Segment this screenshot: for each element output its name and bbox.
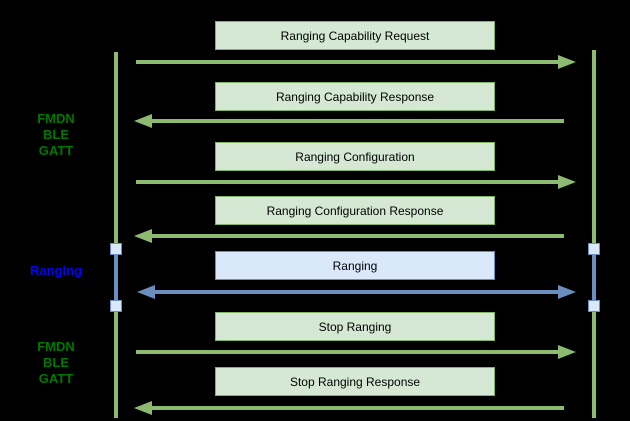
lifeline-left-ranging-segment	[114, 249, 118, 306]
activation-marker-right-top	[588, 243, 600, 255]
arrowhead-left-icon	[134, 229, 152, 243]
arrowhead-right-icon	[558, 345, 576, 359]
arrow-shaft-ranging-capability-request	[136, 60, 558, 64]
message-box-ranging-capability-request: Ranging Capability Request	[215, 21, 495, 50]
arrow-shaft-ranging-configuration	[136, 180, 558, 184]
message-box-stop-ranging: Stop Ranging	[215, 312, 495, 341]
message-box-ranging-configuration-response: Ranging Configuration Response	[215, 196, 495, 225]
phase-label-fmdn-ble-gatt-bottom: FMDN BLE GATT	[16, 339, 96, 387]
phase-label-fmdn-ble-gatt-top: FMDN BLE GATT	[16, 111, 96, 159]
message-box-stop-ranging-response: Stop Ranging Response	[215, 367, 495, 396]
message-box-ranging-configuration: Ranging Configuration	[215, 142, 495, 171]
arrowhead-left-icon	[134, 114, 152, 128]
arrow-shaft-ranging	[155, 290, 558, 294]
arrowhead-right-icon	[558, 175, 576, 189]
arrow-shaft-ranging-capability-response	[152, 119, 564, 123]
phase-label-line: FMDN	[37, 111, 75, 126]
arrowhead-right-icon	[558, 55, 576, 69]
message-box-ranging-capability-response: Ranging Capability Response	[215, 82, 495, 111]
activation-marker-left-top	[110, 243, 122, 255]
lifeline-right	[592, 50, 596, 418]
activation-marker-right-bottom	[588, 300, 600, 312]
lifeline-left	[114, 52, 118, 418]
arrowhead-left-icon	[134, 401, 152, 415]
phase-label-line: Ranging	[30, 263, 82, 278]
arrowhead-left-icon	[137, 285, 155, 299]
lifeline-right-ranging-segment	[592, 249, 596, 306]
phase-label-line: FMDN	[37, 339, 75, 354]
phase-label-line: BLE	[43, 127, 69, 142]
phase-label-line: GATT	[38, 143, 74, 158]
arrow-shaft-stop-ranging-response	[152, 406, 564, 410]
phase-label-line: BLE	[43, 355, 69, 370]
arrow-shaft-ranging-configuration-response	[152, 234, 564, 238]
phase-label-ranging: Ranging	[16, 263, 96, 279]
activation-marker-left-bottom	[110, 300, 122, 312]
arrow-shaft-stop-ranging	[136, 350, 558, 354]
message-box-ranging: Ranging	[215, 251, 495, 280]
arrowhead-right-icon	[558, 285, 576, 299]
phase-label-line: GATT	[38, 371, 74, 386]
